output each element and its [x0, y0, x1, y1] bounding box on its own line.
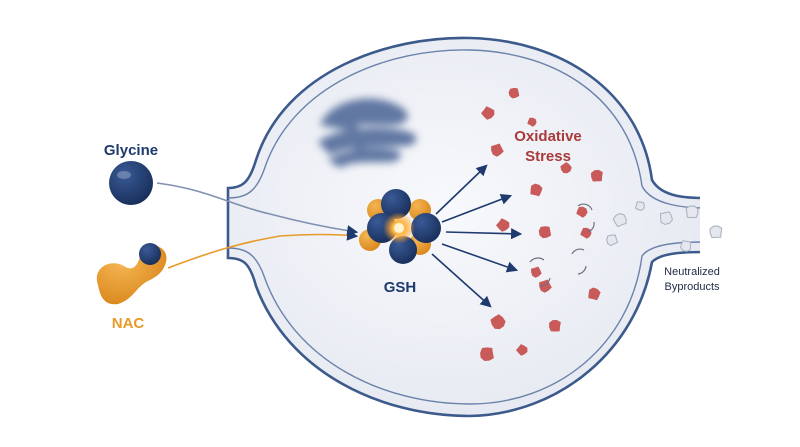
neutralize-arc: [587, 221, 595, 233]
arrow-to-middle: [445, 228, 523, 240]
cell-membrane-outer: [226, 36, 707, 418]
neutralized-fragment-icon: [659, 211, 673, 225]
arrow-to-upper-mid: [441, 193, 513, 223]
free-radical-particle-icon: [481, 106, 495, 120]
free-radical-particle-icon: [591, 169, 603, 182]
neutralized-fragment-icon: [685, 205, 699, 219]
free-radical-particle-icon: [508, 87, 520, 99]
free-radical-particle-icon: [516, 344, 528, 356]
neutralized-byproducts-label-line2: Byproducts: [664, 281, 720, 293]
arrow-to-lower-mid: [441, 243, 519, 273]
free-radical-particle-icon: [496, 218, 510, 232]
arrow-to-lower: [431, 253, 492, 308]
free-radical-particle-icon: [490, 314, 506, 330]
nac-label: NAC: [112, 315, 145, 332]
free-radical-particle-icon: [538, 226, 552, 239]
neutralize-arc: [529, 257, 545, 263]
gsh-output-arrows: [431, 164, 523, 308]
golgi-organelle-icon: [318, 98, 417, 168]
free-radical-particle-icon: [539, 279, 552, 293]
arrow-to-upper: [435, 164, 488, 215]
nac-flow-line: [167, 229, 359, 269]
glycine-label: Glycine: [104, 142, 158, 159]
glycine-flow-line: [156, 182, 359, 237]
neutralized-fragment-icon: [606, 234, 619, 247]
free-radical-particle-icon: [527, 117, 537, 127]
neutralized-byproducts-label-line1: Neutralized: [664, 266, 720, 278]
free-radical-particle-icon: [491, 143, 504, 157]
free-radical-particle-icon: [576, 206, 588, 218]
free-radical-particle-icon: [530, 183, 543, 197]
free-radical-particle-icon: [531, 266, 542, 278]
neutralized-fragment-icon: [680, 240, 692, 252]
gsh-label: GSH: [384, 279, 417, 296]
orange-dumbbell-molecule-icon: [96, 243, 167, 305]
cell-membrane-inner-bottom: [227, 241, 706, 405]
oxidative-stress-label-line1: Oxidative: [514, 128, 582, 145]
free-radical-particle-icon: [580, 227, 592, 239]
free-radical-particles: [480, 87, 603, 361]
neutralized-fragment-icon: [709, 225, 723, 239]
glutathione-cluster-icon: [359, 189, 441, 264]
free-radical-particle-icon: [549, 320, 561, 332]
free-radical-particle-icon: [480, 347, 494, 361]
navy-sphere-icon: [109, 161, 153, 205]
neutralize-arc: [571, 248, 585, 255]
free-radical-particle-icon: [588, 287, 601, 301]
neutralize-arc: [539, 277, 551, 287]
oxidative-stress-label-line2: Stress: [525, 148, 571, 165]
neutralized-fragment-icon: [634, 201, 645, 212]
neutralization-marks: [529, 203, 595, 287]
free-radical-particle-icon: [560, 162, 572, 174]
cell-membrane-inner: [227, 49, 706, 209]
neutralize-arc: [577, 203, 593, 211]
neutralized-byproducts: [606, 201, 723, 252]
neutralize-arc: [577, 265, 587, 275]
neutralized-fragment-icon: [612, 212, 627, 228]
